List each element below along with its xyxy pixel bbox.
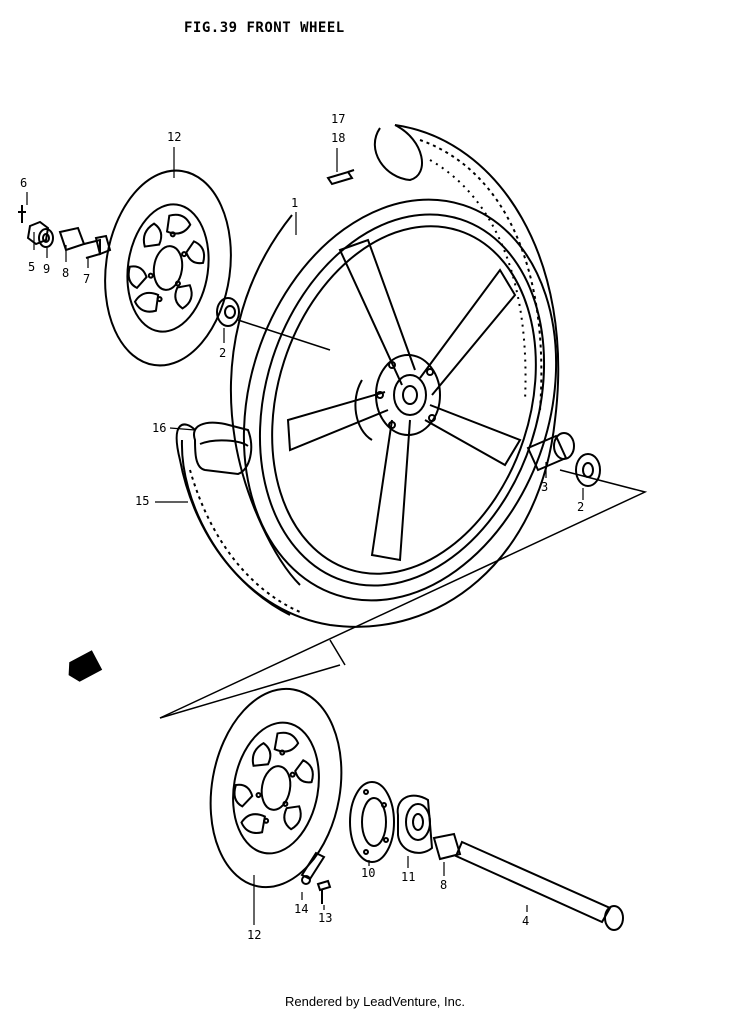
callout-3: 3: [541, 480, 549, 494]
callout-2-upper: 2: [219, 346, 227, 360]
dust-seal: [349, 781, 395, 863]
callout-8-lower: 8: [440, 878, 448, 892]
spacer-lower: [432, 832, 462, 861]
spacer-right: [526, 432, 575, 472]
bearing-upper: [216, 297, 240, 327]
callout-9: 9: [43, 262, 51, 276]
callout-5: 5: [28, 260, 36, 274]
callout-12-lower: 12: [247, 928, 262, 942]
front-axle: [454, 840, 624, 931]
speedometer-gearbox: [396, 794, 434, 854]
callout-6: 6: [20, 176, 28, 190]
lower-brake-disc: [209, 687, 343, 889]
callout-14: 14: [294, 902, 309, 916]
figure-title: FIG.39 FRONT WHEEL: [184, 20, 345, 36]
upper-brake-disc: [104, 169, 232, 367]
axle-hardware-left: [18, 205, 112, 259]
rim-band: [193, 421, 253, 476]
callout-2-right: 2: [577, 500, 585, 514]
callout-4: 4: [522, 914, 530, 928]
callout-10: 10: [361, 866, 376, 880]
callout-17: 17: [331, 112, 346, 126]
front-wheel-assembly: [175, 124, 560, 628]
callout-13: 13: [318, 911, 333, 925]
callout-7: 7: [83, 272, 91, 286]
callout-11: 11: [401, 870, 416, 884]
callout-12-upper: 12: [167, 130, 182, 144]
callout-15: 15: [135, 494, 150, 508]
callout-1: 1: [291, 196, 299, 210]
valve-stem: [326, 169, 355, 186]
footer-credit: Rendered by LeadVenture, Inc.: [285, 994, 465, 1009]
lock-washer: [300, 851, 326, 885]
callout-16: 16: [152, 421, 167, 435]
callout-18: 18: [331, 131, 346, 145]
callout-8-upper: 8: [62, 266, 70, 280]
disc-bolt: [316, 879, 332, 904]
direction-arrow: [68, 650, 103, 682]
bearing-right: [575, 453, 601, 487]
